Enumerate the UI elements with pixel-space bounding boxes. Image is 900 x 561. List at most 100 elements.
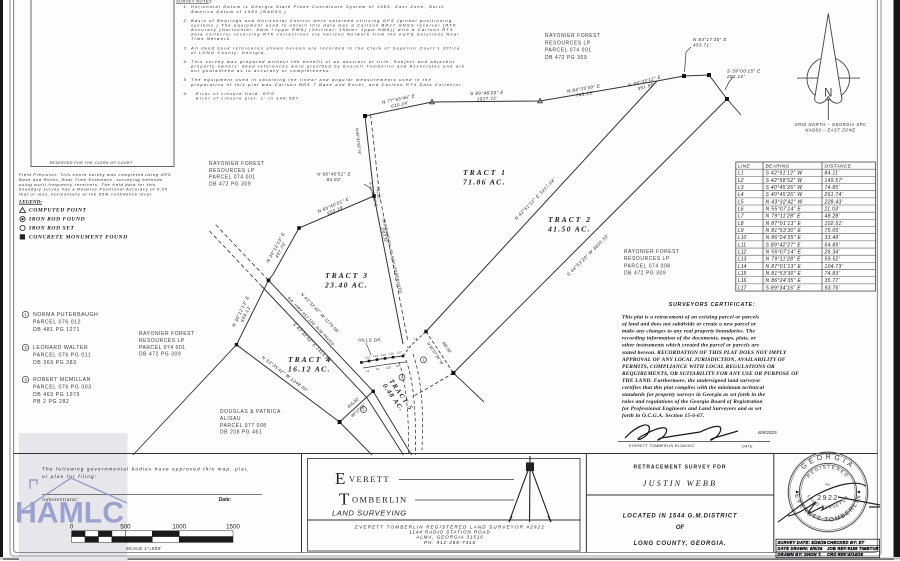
svg-text:HAMLC: HAMLC	[15, 497, 124, 530]
svg-text:T: T	[339, 490, 350, 509]
svg-text:1017.72': 1017.72'	[477, 96, 498, 102]
svg-text:PARCEL 074 008: PARCEL 074 008	[624, 263, 671, 269]
svg-text:75.05': 75.05'	[825, 228, 841, 234]
svg-text:The following governmental bod: The following governmental bodies have a…	[42, 467, 250, 472]
svg-text:RESOURCES LP: RESOURCES LP	[545, 40, 591, 46]
svg-text:make any changes to any real p: make any changes to any real property bo…	[622, 329, 756, 335]
svg-text:PARCEL 076 PG 003: PARCEL 076 PG 003	[33, 384, 92, 390]
svg-text:COMPUTED POINT: COMPUTED POINT	[29, 208, 87, 214]
svg-text:L16: L16	[738, 278, 747, 284]
svg-text:N 87°01′13″ E: N 87°01′13″ E	[766, 264, 802, 270]
svg-text:L17: L17	[397, 350, 402, 354]
svg-text:REQUIREMENTS, OR SUITABILITY F: REQUIREMENTS, OR SUITABILITY FOR ANY USE…	[621, 371, 799, 377]
svg-text:CONCRETE MONUMENT FOUND: CONCRETE MONUMENT FOUND	[29, 235, 128, 241]
svg-text:LEONARD WALTER: LEONARD WALTER	[33, 345, 88, 351]
svg-text:TRACT 4: TRACT 4	[288, 355, 332, 364]
svg-text:DRAWN BY: SHON T.: DRAWN BY: SHON T.	[778, 552, 822, 557]
svg-text:PARCEL 077 008: PARCEL 077 008	[220, 423, 267, 429]
svg-text:SURVEYORS CERTIFICATE:: SURVEYORS CERTIFICATE:	[669, 302, 755, 308]
svg-text:DB 472 PG 309: DB 472 PG 309	[139, 352, 181, 358]
svg-text:2.: 2.	[183, 18, 187, 23]
svg-text:93.76': 93.76'	[825, 285, 841, 291]
svg-text:All deed book references shown: All deed book references shown hereon ar…	[190, 45, 461, 50]
svg-text:DATE: DATE	[742, 444, 753, 448]
svg-text:DB 208 PG 461: DB 208 PG 461	[220, 430, 262, 436]
svg-text:74.83': 74.83'	[825, 271, 841, 277]
svg-text:RAYONIER FOREST: RAYONIER FOREST	[545, 33, 601, 39]
svg-text:L2: L2	[738, 178, 744, 184]
svg-text:not guaranteed as to accuracy: not guaranteed as to accuracy or complet…	[191, 68, 332, 73]
svg-text:This survey was prepared witho: This survey was prepared without the ben…	[191, 59, 455, 64]
svg-text:41.50 AC.: 41.50 AC.	[547, 224, 591, 233]
svg-text:35.77': 35.77'	[825, 278, 841, 284]
svg-text:DISTANCE: DISTANCE	[825, 164, 852, 170]
svg-text:N 79°11′28″ E: N 79°11′28″ E	[766, 257, 802, 263]
svg-text:2: 2	[24, 345, 27, 350]
svg-text:Date:: Date:	[219, 497, 232, 503]
svg-text:systems.) The equipment used t: systems.) The equipment used to obtain t…	[191, 22, 457, 27]
svg-text:83.83': 83.83'	[327, 177, 342, 182]
svg-text:of LONG County, Georgia.: of LONG County, Georgia.	[191, 50, 267, 55]
svg-text:RESOURCES LP: RESOURCES LP	[139, 338, 185, 344]
svg-text:using multi-frequency receiver: using multi-frequency receivers. The fie…	[19, 182, 156, 187]
svg-text:391.56': 391.56'	[637, 82, 655, 91]
svg-text:1: 1	[422, 358, 424, 362]
svg-text:PB 2 PG 282: PB 2 PG 282	[33, 399, 69, 405]
svg-text:RESOURCES LP: RESOURCES LP	[624, 256, 670, 262]
svg-text:L8: L8	[738, 221, 744, 227]
svg-text:L15: L15	[381, 353, 386, 357]
svg-text:ROBERT MCMILLAN: ROBERT MCMILLAN	[33, 377, 91, 383]
svg-text:N 81°53′30″ E: N 81°53′30″ E	[766, 271, 802, 277]
svg-text:500: 500	[120, 524, 131, 531]
svg-text:745.23': 745.23'	[575, 90, 593, 98]
svg-text:1513.32': 1513.32'	[380, 227, 388, 244]
svg-text:L6: L6	[738, 207, 744, 213]
svg-text:JOB REF:#188 TIMBTUR: JOB REF:#188 TIMBTUR	[827, 546, 879, 551]
svg-text:DB 472 PG 309: DB 472 PG 309	[545, 55, 587, 61]
svg-text:2922: 2922	[817, 495, 839, 502]
svg-text:RESOURCES LP: RESOURCES LP	[209, 168, 255, 174]
svg-text:SURVEY DATE: 5/29/25: SURVEY DATE: 5/29/25	[778, 540, 827, 545]
svg-text:Error of closure plat: 1' in 1: Error of closure plat: 1' in 148,587	[196, 95, 299, 100]
svg-text:71.86 AC.: 71.86 AC.	[463, 177, 506, 186]
svg-text:THE LAND. Furthermore, the und: THE LAND. Furthermore, the undersigned l…	[622, 378, 761, 384]
svg-text:property owners' deed referenc: property owners' deed references were pr…	[190, 64, 465, 69]
svg-text:2: 2	[362, 408, 364, 412]
svg-text:N: N	[824, 88, 832, 100]
svg-text:feet or less, horizontally at: feet or less, horizontally at the 95% co…	[19, 192, 153, 197]
svg-text:RAYONIER FOREST: RAYONIER FOREST	[139, 331, 195, 337]
svg-text:16.12 AC.: 16.12 AC.	[288, 364, 331, 373]
svg-text:Basis of Bearings and Horizont: Basis of Bearings and Horizontal Control…	[191, 18, 452, 23]
svg-text:L12: L12	[738, 250, 747, 256]
svg-text:PARCEL 074 001: PARCEL 074 001	[545, 48, 592, 54]
svg-text:RAYONIER FOREST: RAYONIER FOREST	[209, 161, 265, 167]
svg-text:Accuracy (Horizontal: 8mm +1pp: Accuracy (Horizontal: 8mm +1ppm RMS) (Ve…	[190, 27, 453, 32]
svg-text:LAND SURVEYING: LAND SURVEYING	[332, 509, 407, 518]
svg-text:N 05°41′56″ W: N 05°41′56″ W	[355, 128, 363, 156]
svg-text:PARCEL 074 001: PARCEL 074 001	[209, 175, 256, 181]
svg-text:PARCEL 076 PG 011: PARCEL 076 PG 011	[33, 352, 91, 358]
svg-text:EVERETT TOMBERLIN REGISTERED L: EVERETT TOMBERLIN REGISTERED LAND SURVEY…	[355, 525, 545, 530]
svg-text:11.03': 11.03'	[825, 207, 841, 213]
svg-text:104.73': 104.73'	[825, 264, 844, 270]
svg-text:S 42°51′12″ W: S 42°51′12″ W	[766, 171, 804, 177]
svg-text:693.19': 693.19'	[326, 204, 344, 216]
svg-text:5.: 5.	[184, 77, 187, 82]
svg-text:283.10': 283.10'	[726, 74, 745, 79]
svg-text:N 86°24′35″ E: N 86°24′35″ E	[766, 278, 802, 284]
svg-text:N 87°01′13″ E: N 87°01′13″ E	[766, 221, 802, 227]
svg-text:Field Precision: This entire s: Field Precision: This entire survey was …	[19, 172, 171, 177]
svg-text:PERMITS, COMPLIANCE WITH LOCAL: PERMITS, COMPLIANCE WITH LOCAL REGULATIO…	[622, 364, 775, 370]
svg-text:4.: 4.	[184, 59, 187, 64]
svg-text:59.52': 59.52'	[825, 257, 841, 263]
svg-text:L8: L8	[396, 364, 400, 368]
svg-text:VERETT: VERETT	[349, 474, 390, 484]
svg-text:RESERVED FOR THE CLERK OF COUR: RESERVED FOR THE CLERK OF COURT	[49, 161, 132, 165]
svg-text:N 55°07′14″ E: N 55°07′14″ E	[766, 207, 802, 213]
svg-text:America Datum of 1983 (NAD83.): America Datum of 1983 (NAD83.)	[190, 9, 287, 14]
svg-text:IRON ROD SET: IRON ROD SET	[28, 226, 74, 232]
svg-text:1: 1	[24, 312, 27, 317]
svg-text:boundary survey has a Relative: boundary survey has a Relative Positiona…	[19, 187, 168, 192]
svg-text:84.11': 84.11'	[825, 171, 841, 177]
svg-text:HILLS DR.: HILLS DR.	[358, 338, 382, 343]
